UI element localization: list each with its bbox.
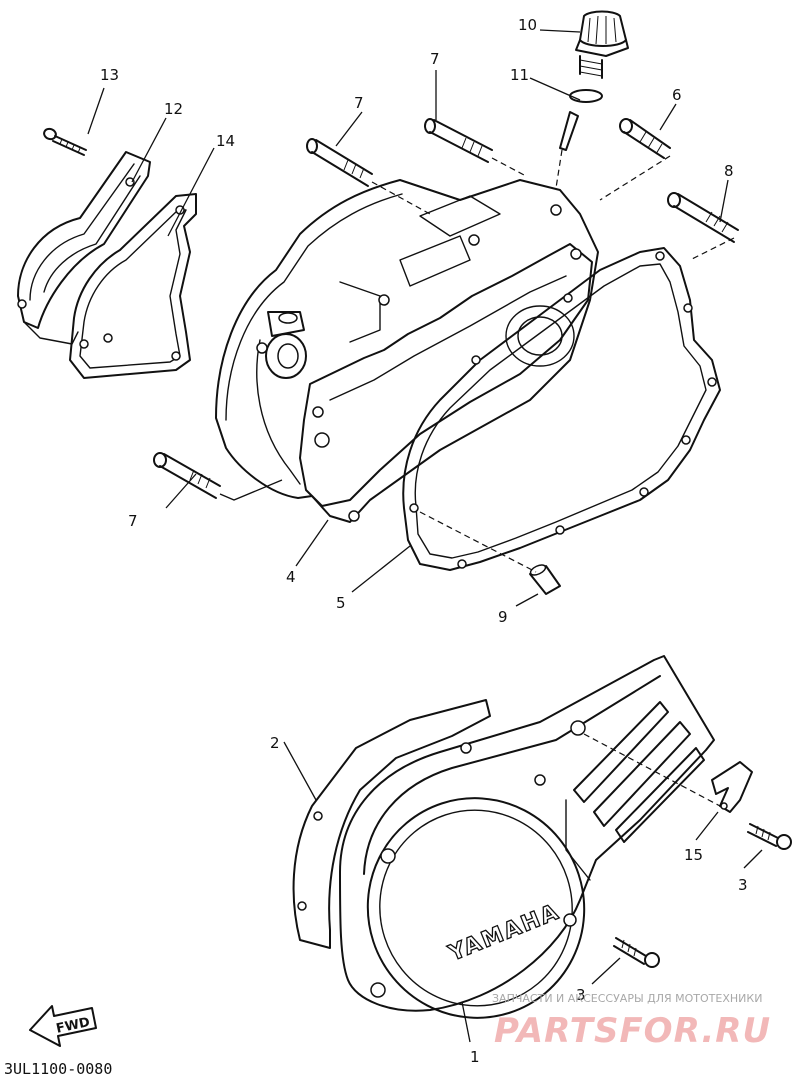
bolt-8 (667, 192, 739, 243)
small-cover-gasket (69, 193, 197, 379)
magneto-cover (339, 655, 715, 1019)
fwd-label: FWD (55, 1015, 92, 1037)
callout-4: 4 (286, 568, 296, 586)
callout-11: 11 (510, 66, 529, 84)
cable-clip-15 (711, 761, 753, 813)
callout-13: 13 (100, 66, 119, 84)
callout-2: 2 (270, 734, 280, 752)
callout-6: 6 (672, 86, 682, 104)
yamaha-logo: YAMAHA (445, 899, 564, 966)
small-side-cover (17, 151, 151, 345)
leader-lines (87, 29, 763, 1043)
bolt-7-top (424, 118, 493, 163)
callout-5: 5 (336, 594, 346, 612)
callout-3-right: 3 (738, 876, 748, 894)
pin-guide-line (419, 511, 537, 573)
screw-13 (43, 127, 87, 156)
callout-3-bottom: 3 (576, 986, 586, 1004)
crankcase-cover-gasket (402, 247, 721, 571)
crankcase-cover (215, 179, 599, 523)
callout-10: 10 (518, 16, 537, 34)
callout-1: 1 (470, 1048, 480, 1066)
bolt-guide-line (371, 181, 431, 215)
screw-3-right (747, 823, 792, 850)
bolt-7-lower (153, 452, 221, 499)
bolt-7-upper-left (306, 138, 373, 187)
bolt-6 (619, 118, 671, 159)
callout-7-top: 7 (430, 50, 440, 68)
part-code: 3UL1100-0080 (4, 1060, 112, 1078)
callout-9: 9 (498, 608, 508, 626)
bolt-guide-line (599, 155, 671, 201)
callout-14: 14 (216, 132, 235, 150)
dowel-pin-9 (529, 564, 561, 595)
callout-12: 12 (164, 100, 183, 118)
cap-guide-line (555, 149, 563, 189)
watermark-logo: PARTSFOR.RU (494, 1011, 771, 1051)
magneto-cover-gasket (292, 699, 491, 949)
callout-8: 8 (724, 162, 734, 180)
bolt-guide-line (491, 157, 527, 177)
screw-3-bottom (613, 937, 660, 968)
callout-7-lower: 7 (128, 512, 138, 530)
oil-filler-cap-10 (559, 10, 629, 151)
callout-15: 15 (684, 846, 703, 864)
clip-guide-line (583, 733, 721, 807)
watermark-tagline: ЗАПЧАСТИ И АКСЕССУАРЫ ДЛЯ МОТОТЕХНИКИ (492, 992, 762, 1005)
callout-7-upper-left: 7 (354, 94, 364, 112)
bolt-guide-line (219, 479, 283, 501)
forward-arrow-icon: FWD (29, 1005, 97, 1047)
bolt-guide-line (689, 237, 735, 261)
